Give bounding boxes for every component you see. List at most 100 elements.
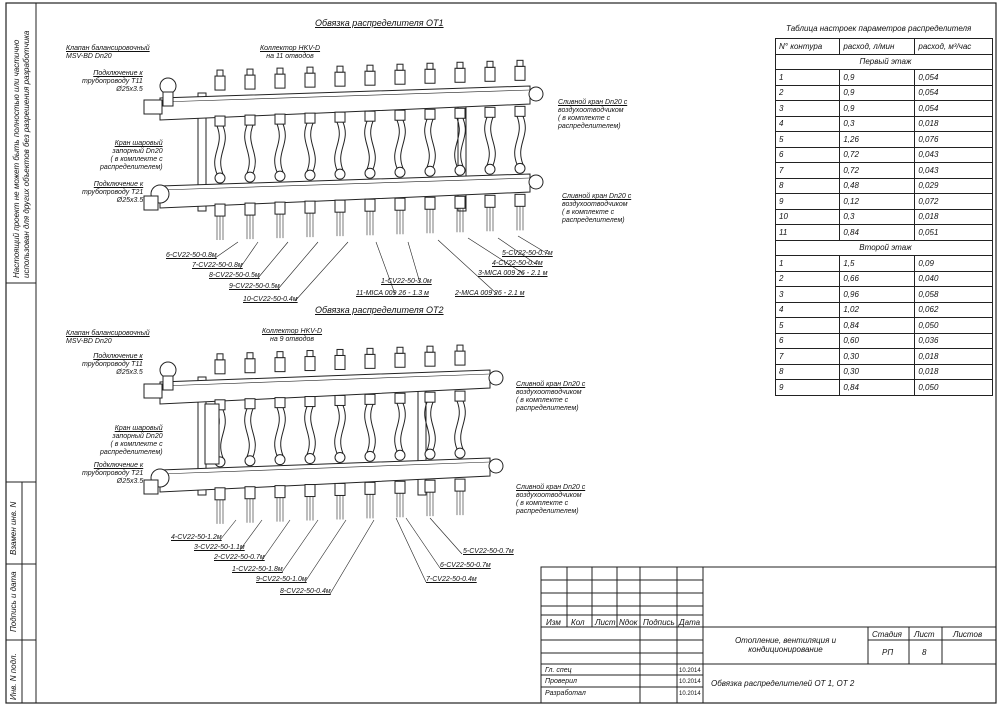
supply-fitting (364, 393, 376, 405)
ot1-pipe-label: 9-CV22-50-0.5м (229, 283, 280, 290)
leader-line (497, 237, 537, 265)
flow-pipe (454, 400, 466, 450)
outlet-cap-top (486, 60, 494, 68)
outlet-cap-top (306, 350, 314, 358)
ot1-pipe-label: 6-CV22-50-0.8м (166, 252, 217, 259)
outlet-cap-top (276, 351, 284, 359)
leader-line (219, 519, 237, 541)
stamp-role-developed: Разработал (545, 690, 586, 697)
table-cell: 0,072 (914, 193, 993, 210)
flow-pipe (364, 404, 376, 453)
bar-edge (159, 461, 491, 475)
valve-insert-icon (244, 171, 256, 183)
supply-fitting (334, 111, 346, 123)
outlet-cap-top (456, 344, 464, 352)
table-cell: 11 (774, 224, 841, 241)
stamp-date: 10.2014 (679, 668, 701, 674)
valve-insert-icon (394, 449, 406, 461)
wall-bracket (204, 403, 220, 465)
valve-insert-icon (454, 447, 466, 459)
mounting-bracket (197, 92, 207, 212)
valve-insert-icon (214, 172, 226, 184)
valve-insert-icon (484, 163, 496, 175)
valve-insert-icon (334, 451, 346, 463)
flow-pipe (244, 124, 256, 174)
stamp-sheets-header: Листов (953, 630, 983, 639)
bar-edge (159, 177, 531, 191)
outlet-cap-top (426, 345, 434, 353)
flow-pipe (304, 406, 316, 455)
leader-line (257, 241, 289, 279)
drain-valve-icon (488, 370, 504, 386)
drain-valve-icon (488, 458, 504, 474)
leader-line (294, 241, 349, 302)
flow-pipe (214, 125, 226, 175)
valve-insert-icon (424, 448, 436, 460)
ot1-pipe-label: 5-CV22-50-0.7м (502, 250, 553, 257)
leader-line (239, 241, 259, 269)
ot2-pipe-label: 9-CV22-50-1.0м (256, 576, 307, 583)
flow-pipe (334, 121, 346, 171)
leader-line (214, 241, 239, 259)
outlet-cap-top (246, 352, 254, 360)
leader-line (467, 237, 525, 275)
supply-fitting (424, 108, 436, 120)
stamp-role-chief: Гл. спец (545, 667, 572, 674)
supply-fitting (214, 115, 226, 127)
table-cell: 0,66 (839, 270, 916, 287)
leader-line (239, 519, 263, 551)
table-cell: 0,84 (839, 379, 916, 396)
ot1-pipe-label: 2-MICA 009 26 - 2.1 м (455, 290, 525, 297)
ot2-pipe-label: 3-CV22-50-1.1м (194, 544, 245, 551)
outlet-cap-top (396, 346, 404, 354)
stamp-col-list: Лист (595, 618, 616, 627)
ot2-pipe-label: 7-CV22-50-0.4м (426, 576, 477, 583)
stamp-col-sign: Подпись (643, 618, 675, 627)
leader-line (407, 241, 421, 284)
valve-insert-icon (244, 455, 256, 467)
stamp-project: Отопление, вентиляция и кондиционировани… (734, 636, 837, 654)
leader-line (261, 519, 291, 561)
leader-line (437, 239, 498, 295)
stamp-drawing-name: Обвязка распределителей ОТ 1, ОТ 2 (711, 679, 855, 688)
ot1-pipe-label: 11-MICA 009 26 - 1.3 м (356, 290, 429, 297)
outlet-cap-top (336, 65, 344, 73)
supply-fitting (424, 391, 436, 403)
stamp-stage: РП (882, 648, 894, 657)
flow-pipe (274, 123, 286, 173)
ot2-pipe-label: 6-CV22-50-0.7м (440, 562, 491, 569)
supply-fitting (394, 392, 406, 404)
valve-body (162, 91, 174, 107)
table-cell: 1,02 (839, 301, 916, 318)
drain-valve-icon (528, 86, 544, 102)
leader-line (304, 519, 347, 583)
inlet-pipe (143, 99, 163, 115)
flow-pipe (394, 120, 406, 169)
supply-fitting (304, 396, 316, 408)
stamp-role-checked: Проверил (545, 678, 577, 685)
stamp-col-date: Дата (679, 618, 701, 627)
supply-fitting (484, 106, 496, 118)
valve-insert-icon (334, 168, 346, 180)
stamp-col-ndok: Nдок (619, 618, 638, 627)
outlet-cap-top (276, 67, 284, 75)
flow-pipe (334, 405, 346, 454)
bar-edge (159, 373, 491, 387)
flow-pipe (424, 401, 436, 451)
valve-insert-icon (274, 454, 286, 466)
